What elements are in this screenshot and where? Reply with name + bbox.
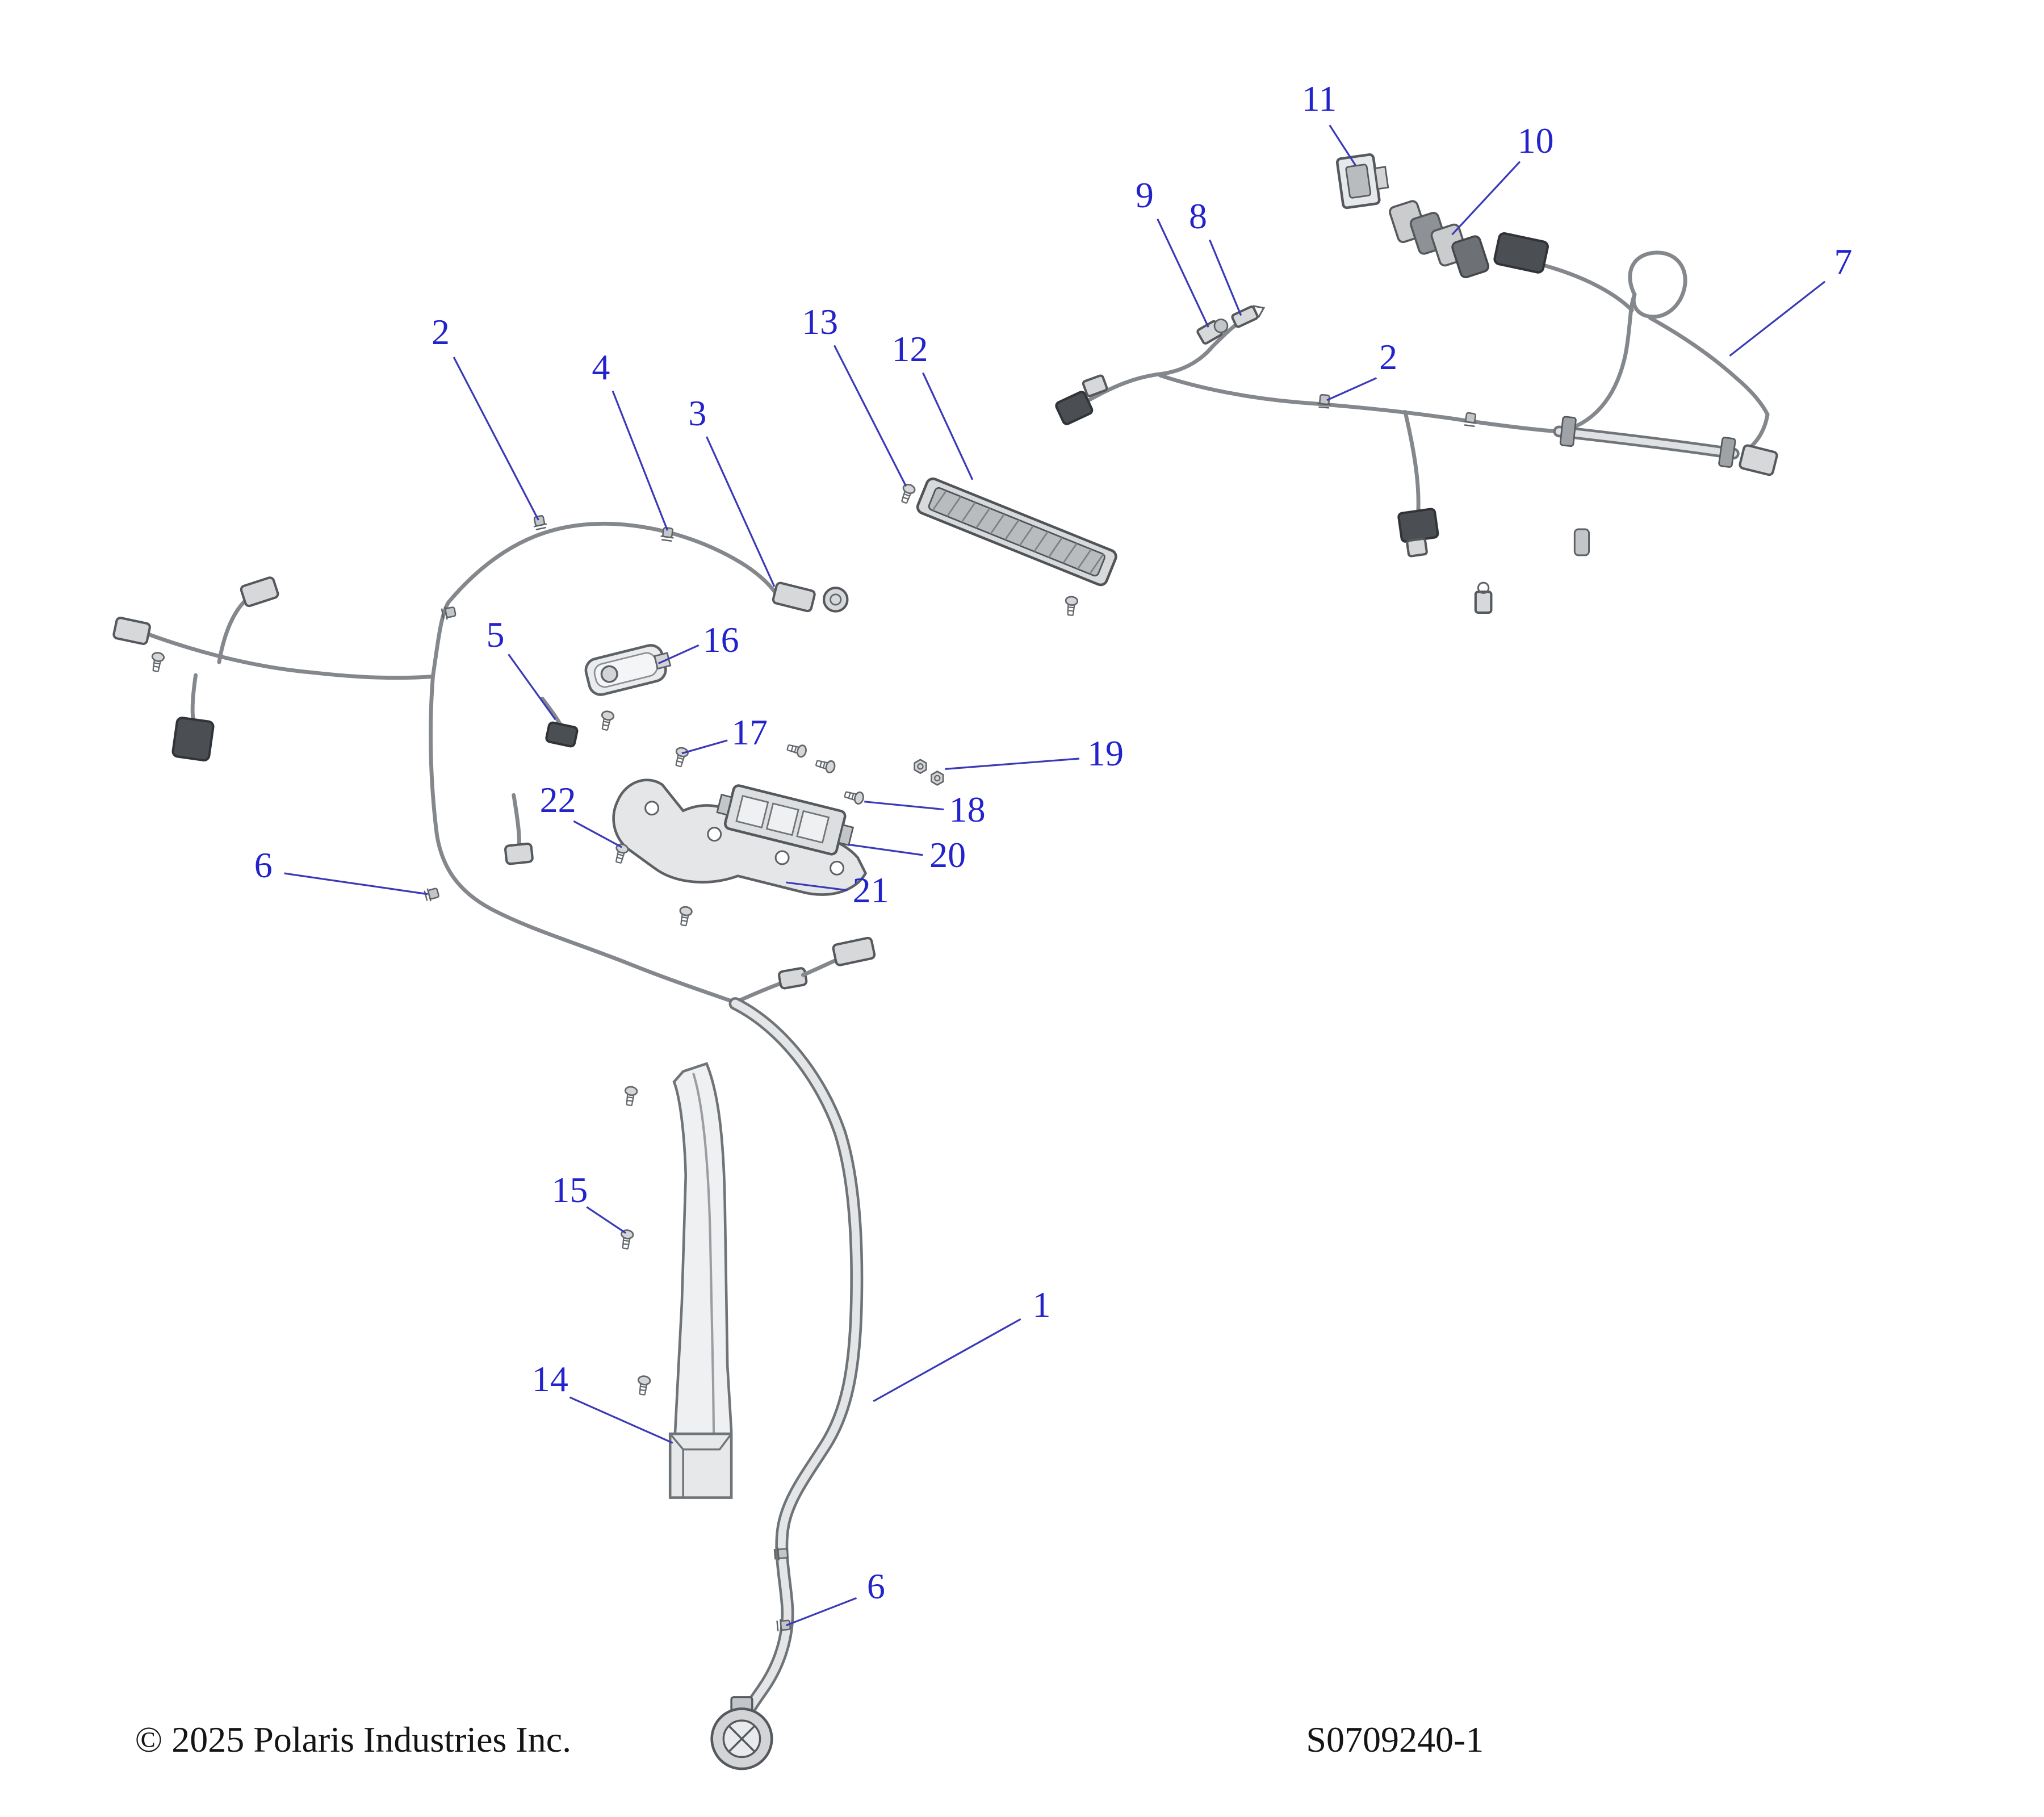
callout-19: 19 (1087, 732, 1124, 773)
leader-line (1329, 124, 1357, 166)
callout-6: 6 (254, 845, 273, 886)
leader-line (569, 1396, 673, 1444)
callout-5: 5 (486, 614, 505, 655)
callout-16: 16 (702, 619, 739, 660)
callout-6: 6 (866, 1565, 885, 1606)
callout-12: 12 (891, 329, 928, 370)
callout-18: 18 (949, 789, 986, 830)
leader-line (573, 820, 623, 848)
wire-channel-bracket (618, 1062, 733, 1500)
leader-line (785, 1597, 857, 1627)
callout-4: 4 (592, 347, 610, 388)
callout-22: 22 (539, 780, 576, 820)
callout-20: 20 (929, 834, 966, 875)
leader-line (786, 881, 848, 891)
leader-line (453, 357, 539, 521)
callout-2: 2 (432, 312, 450, 353)
rocker-switch (1335, 153, 1389, 210)
leader-line (508, 654, 556, 721)
leader-line (864, 801, 944, 811)
callout-2: 2 (1379, 336, 1398, 377)
leader-line (1326, 377, 1377, 401)
leader-line (848, 843, 923, 856)
callout-9: 9 (1135, 175, 1154, 216)
callout-14: 14 (531, 1358, 568, 1399)
leader-line (657, 644, 700, 664)
leader-line (922, 372, 974, 480)
callout-21: 21 (852, 869, 889, 910)
front-harness-left (112, 514, 876, 1004)
leader-line (873, 1318, 1021, 1402)
callout-8: 8 (1188, 196, 1207, 237)
callout-7: 7 (1834, 241, 1853, 282)
callout-11: 11 (1301, 78, 1337, 119)
leader-line (1451, 161, 1521, 236)
callout-10: 10 (1517, 120, 1554, 161)
callout-15: 15 (551, 1169, 588, 1210)
switch-blank-plates (1389, 200, 1490, 279)
diagram-number: S0709240-1 (1306, 1719, 1484, 1760)
leader-line (611, 391, 669, 531)
leader-line (284, 872, 428, 895)
round-connector (710, 1696, 773, 1770)
license-lamp-module (584, 644, 672, 696)
callout-13: 13 (802, 302, 839, 342)
lamp-assembly (716, 784, 855, 856)
callout-1: 1 (1032, 1284, 1051, 1325)
leader-line (945, 757, 1080, 770)
mount-bracket (612, 778, 868, 896)
callout-3: 3 (688, 392, 707, 433)
main-harness-cable (710, 997, 864, 1770)
rear-harness (1055, 232, 1778, 614)
leader-line (681, 739, 728, 755)
copyright-text: © 2025 Polaris Industries Inc. (135, 1719, 572, 1760)
leader-line (1209, 239, 1242, 316)
stop-lamp (916, 477, 1117, 587)
leader-line (1157, 218, 1209, 328)
leader-line (586, 1206, 627, 1234)
leader-line (706, 436, 776, 587)
callout-17: 17 (731, 712, 768, 753)
leader-line (1729, 280, 1826, 357)
leader-line (833, 345, 907, 487)
